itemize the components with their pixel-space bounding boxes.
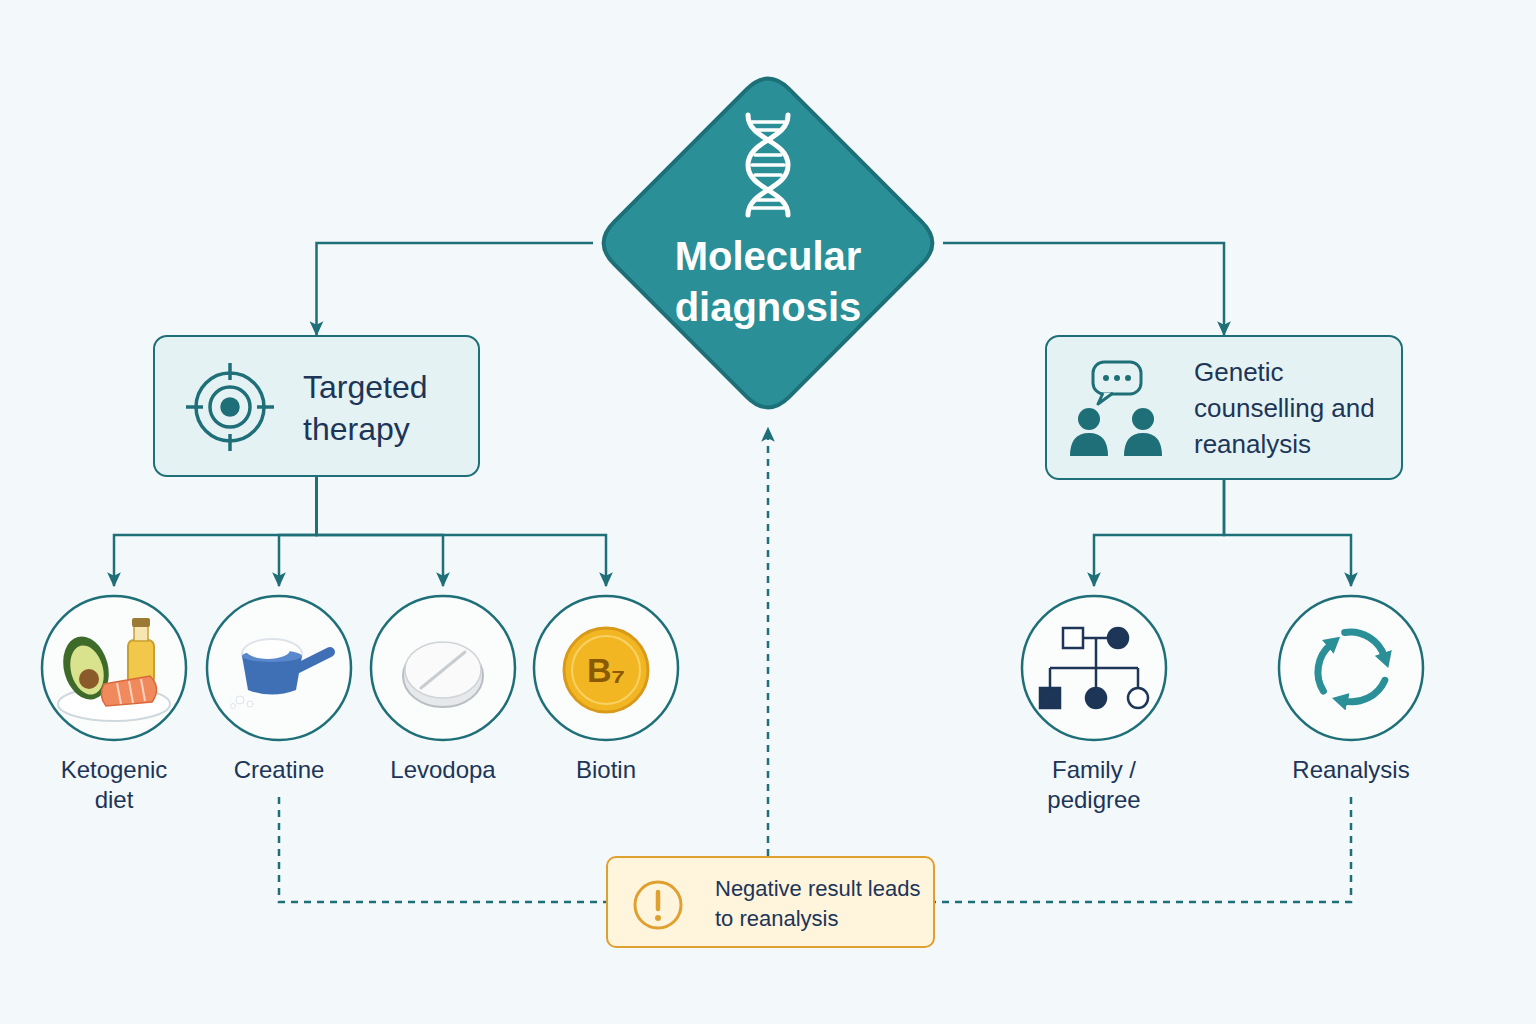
node-label: Reanalysis xyxy=(1276,755,1426,785)
circle-shape xyxy=(207,596,351,740)
node-label: Negative result leads to reanalysis xyxy=(715,874,930,934)
note-box: Negative result leads to reanalysis xyxy=(606,856,935,948)
decision-diamond: Molecular diagnosis xyxy=(593,68,943,418)
node-label: Molecular diagnosis xyxy=(653,231,883,333)
node-label: Family / pedigree xyxy=(1019,755,1169,815)
node-label: Genetic counselling and reanalysis xyxy=(1194,354,1399,462)
node-label: Ketogenic diet xyxy=(39,755,189,815)
circle-shape xyxy=(534,596,678,740)
vitamin-label: B₇ xyxy=(556,647,656,693)
circle-shape xyxy=(1279,596,1423,740)
node-label: Levodopa xyxy=(368,755,518,785)
dashed-connector xyxy=(767,428,770,856)
connector-arrow xyxy=(1224,480,1351,586)
counselling-circle: Family / pedigree xyxy=(1019,596,1169,815)
node-label: Biotin xyxy=(531,755,681,785)
connector-arrow xyxy=(317,477,444,586)
connector-arrow xyxy=(1094,480,1224,586)
circle-outline xyxy=(1276,596,1426,746)
circle-shape xyxy=(1022,596,1166,740)
node-label: Targeted therapy xyxy=(303,366,468,450)
circle-outline xyxy=(204,596,354,746)
node-label: Creatine xyxy=(204,755,354,785)
counselling-circle: Reanalysis xyxy=(1276,596,1426,785)
circle-outline xyxy=(1019,596,1169,746)
circle-outline xyxy=(39,596,189,746)
dashed-connector xyxy=(935,797,1351,902)
circle-shape xyxy=(371,596,515,740)
circle-shape xyxy=(42,596,186,740)
connector-arrow xyxy=(279,477,317,586)
connector-arrow xyxy=(943,243,1224,335)
dashed-connector xyxy=(279,797,606,902)
therapy-circle: Ketogenic diet xyxy=(39,596,189,815)
connector-arrow xyxy=(114,477,317,586)
circle-outline xyxy=(368,596,518,746)
therapy-circle: Biotin xyxy=(531,596,681,785)
therapy-circle: Creatine xyxy=(204,596,354,785)
process-box: Genetic counselling and reanalysis xyxy=(1045,335,1403,480)
connector-arrow xyxy=(317,477,607,586)
therapy-circle: Levodopa xyxy=(368,596,518,785)
diamond-shape xyxy=(604,79,933,408)
connector-arrow xyxy=(317,243,594,335)
process-box: Targeted therapy xyxy=(153,335,480,477)
